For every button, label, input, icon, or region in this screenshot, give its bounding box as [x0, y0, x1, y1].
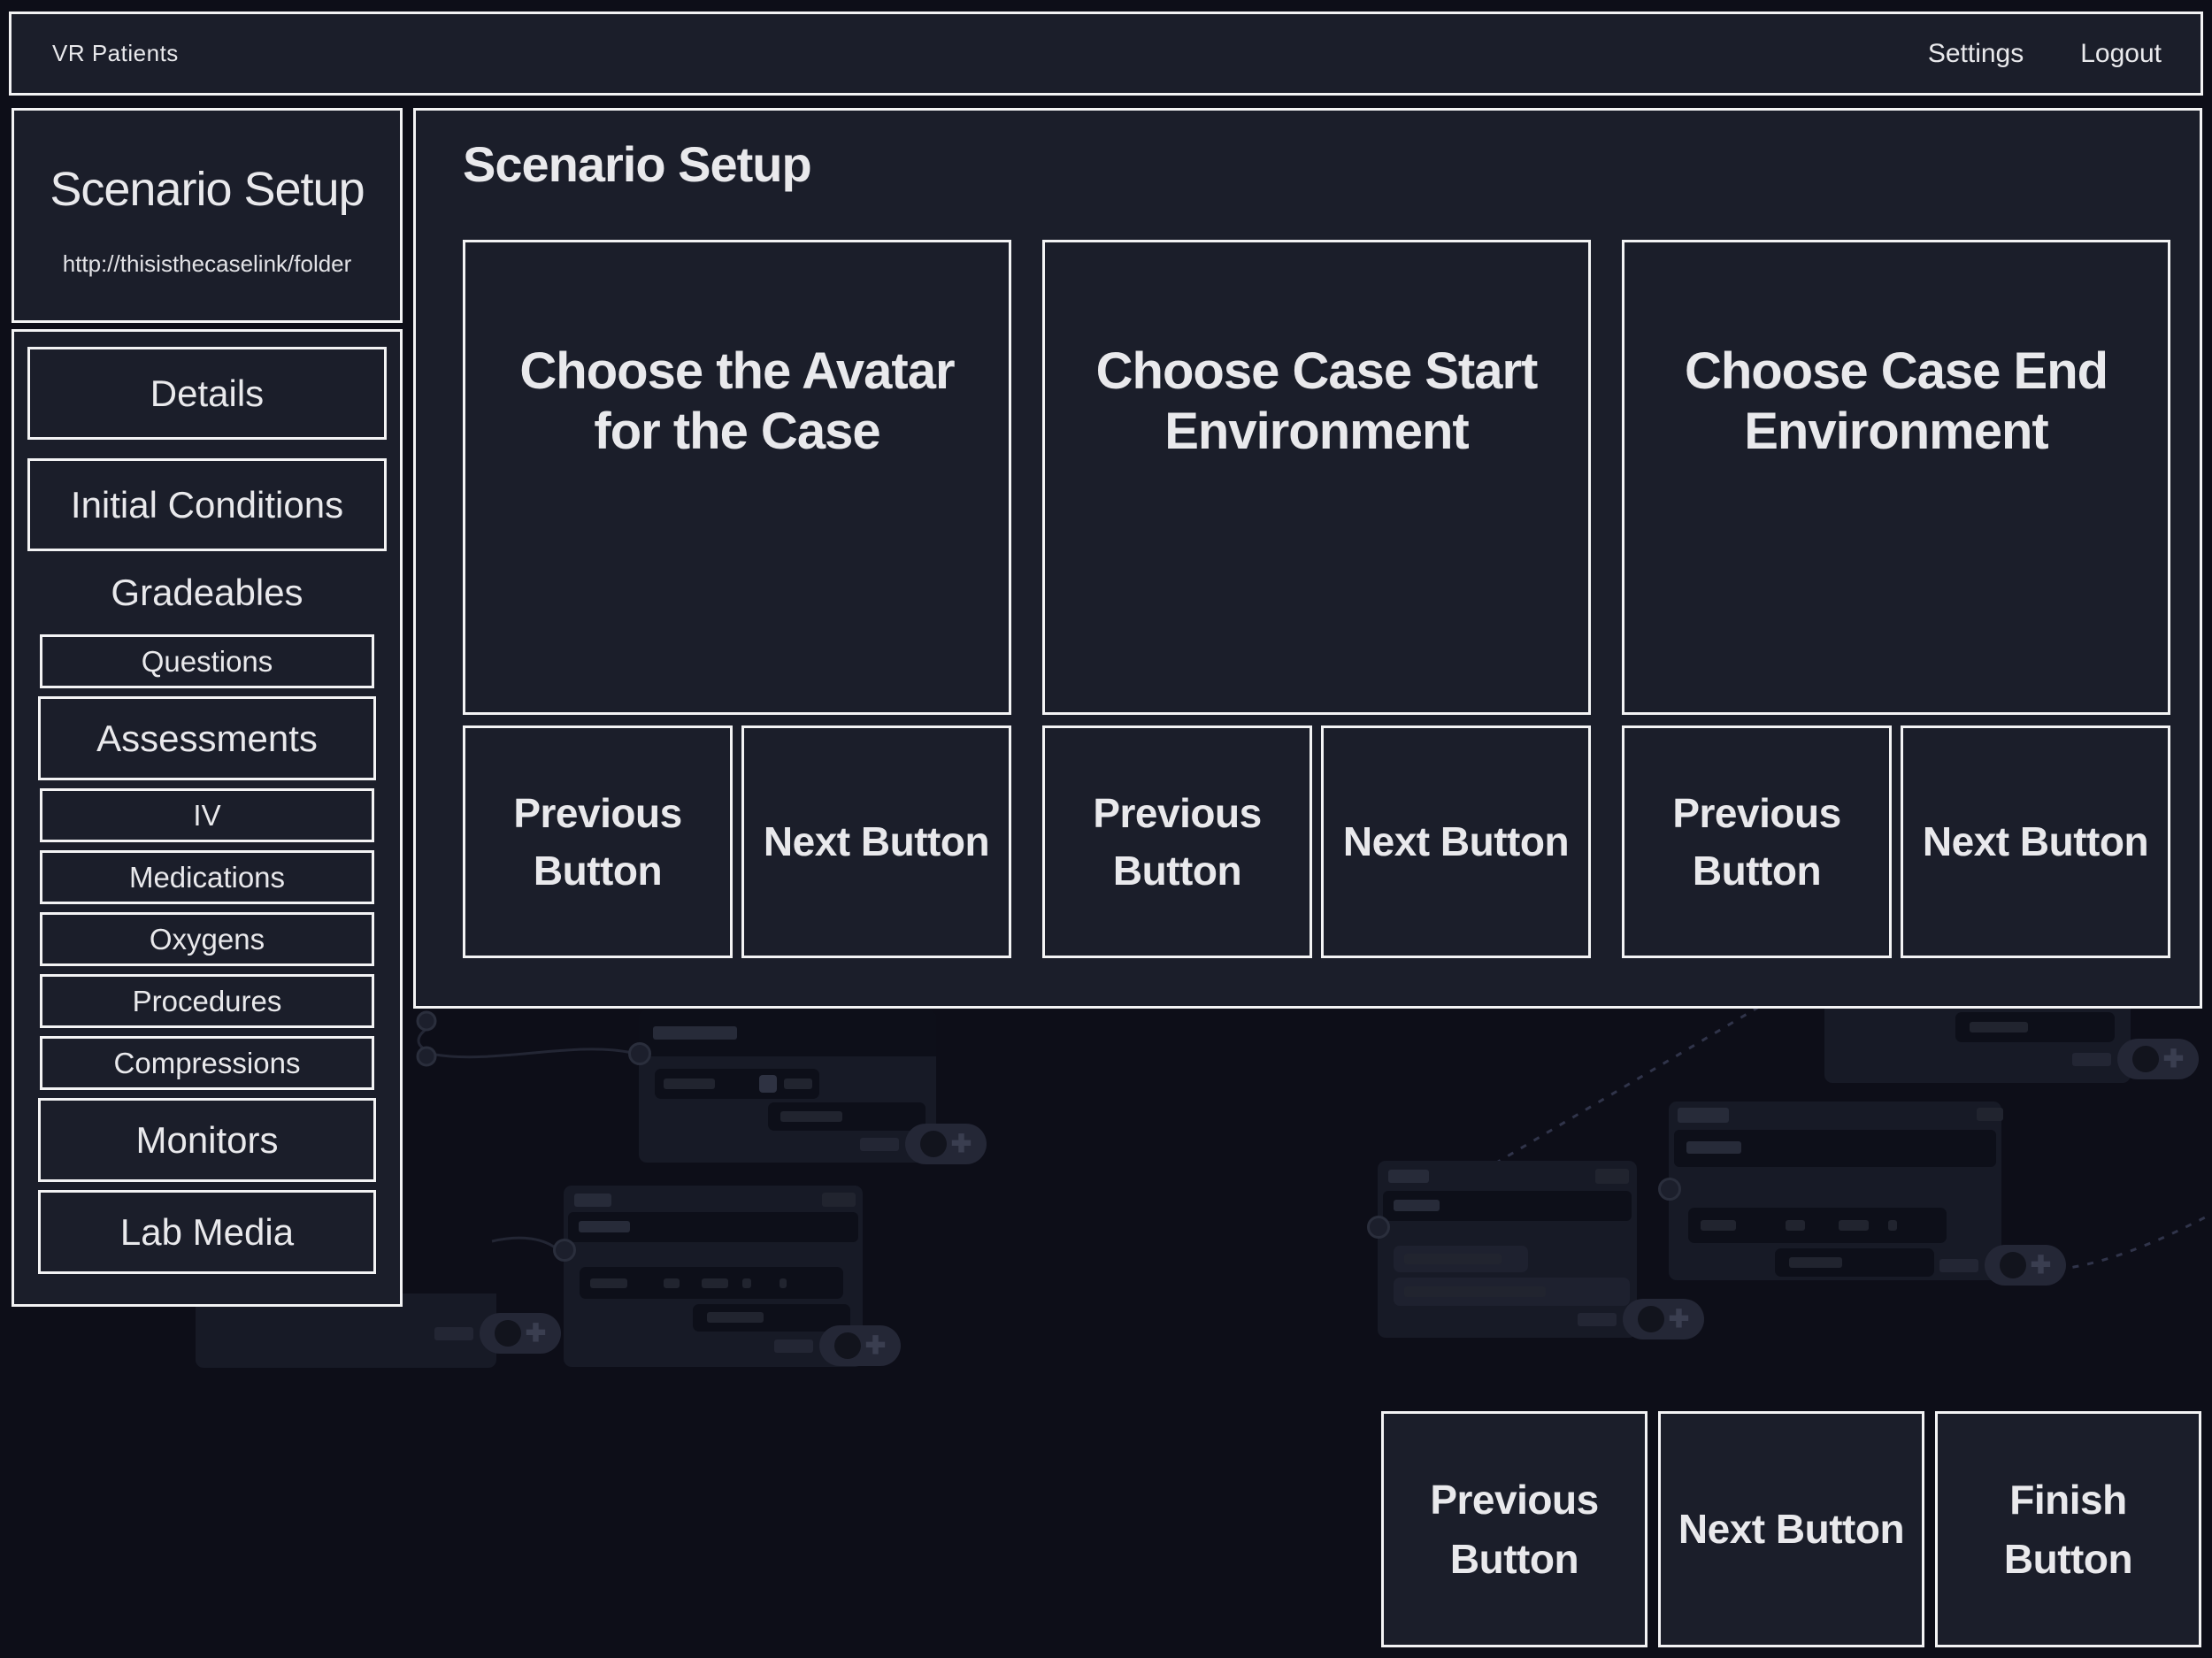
page-title: Scenario Setup — [463, 136, 812, 192]
end-environment-card[interactable]: Choose Case End Environment — [1622, 240, 2170, 715]
gear-icon — [1999, 1252, 2026, 1278]
case-link-text: http://thisisthecaselink/folder — [62, 250, 352, 277]
sidebar-item-questions[interactable]: Questions — [40, 634, 374, 688]
gear-icon — [1637, 1306, 1664, 1332]
gear-icon — [494, 1320, 521, 1347]
sidebar-item-monitors[interactable]: Monitors — [38, 1098, 376, 1182]
node-gear-plus-icons: ✚ — [1578, 1299, 1704, 1339]
sidebar-item-oxygens[interactable]: Oxygens — [40, 912, 374, 966]
start-environment-card[interactable]: Choose Case Start Environment — [1042, 240, 1591, 715]
top-nav: Settings Logout — [1928, 39, 2162, 69]
plus-icon: ✚ — [2030, 1251, 2052, 1278]
gear-icon — [833, 1332, 861, 1359]
avatar-picker-title: Choose the Avatar for the Case — [519, 342, 955, 460]
node-gear-plus-icons: ✚ — [860, 1124, 987, 1164]
flow-node-card: ✚ — [1367, 1161, 1704, 1339]
plus-icon: ✚ — [525, 1319, 547, 1347]
flow-node-card: ✚ — [628, 1010, 987, 1164]
sidebar-title: Scenario Setup — [50, 163, 365, 216]
sidebar-header: Scenario Setup http://thisisthecaselink/… — [12, 108, 403, 323]
logout-link[interactable]: Logout — [2080, 38, 2162, 68]
node-gear-plus-icons: ✚ — [434, 1313, 561, 1354]
avatar-previous-button[interactable]: Previous Button — [463, 725, 733, 958]
sidebar-item-initial-conditions[interactable]: Initial Conditions — [27, 458, 387, 551]
node-connector-dot — [553, 1239, 576, 1262]
node-connector-dot — [1658, 1178, 1681, 1201]
flow-node-card: ✚ — [1824, 1000, 2199, 1083]
sidebar-item-details[interactable]: Details — [27, 347, 387, 440]
top-bar: VR Patients Settings Logout — [9, 12, 2203, 96]
start-environment-previous-button[interactable]: Previous Button — [1042, 725, 1312, 958]
plus-icon: ✚ — [950, 1130, 972, 1157]
sidebar-menu: Details Initial Conditions Gradeables Qu… — [12, 329, 403, 1307]
gear-icon — [919, 1131, 947, 1157]
end-environment-previous-button[interactable]: Previous Button — [1622, 725, 1892, 958]
sidebar-item-lab-media[interactable]: Lab Media — [38, 1190, 376, 1274]
sidebar-item-procedures[interactable]: Procedures — [40, 974, 374, 1028]
sidebar-item-compressions[interactable]: Compressions — [40, 1036, 374, 1090]
gradeables-section-heading: Gradeables — [111, 572, 303, 613]
node-connector-dot — [1367, 1216, 1390, 1239]
wizard-finish-button[interactable]: Finish Button — [1935, 1411, 2201, 1647]
flow-node-card: ✚ — [553, 1186, 901, 1367]
settings-link[interactable]: Settings — [1927, 38, 2024, 68]
wizard-next-button[interactable]: Next Button — [1658, 1411, 1924, 1647]
wizard-previous-button[interactable]: Previous Button — [1381, 1411, 1647, 1647]
gear-icon — [2131, 1046, 2159, 1072]
end-environment-title: Choose Case End Environment — [1684, 342, 2108, 460]
node-connector-dot — [628, 1042, 651, 1065]
node-gear-plus-icons: ✚ — [774, 1325, 901, 1366]
plus-icon: ✚ — [1668, 1305, 1690, 1332]
sidebar-item-iv[interactable]: IV — [40, 788, 374, 842]
avatar-next-button[interactable]: Next Button — [741, 725, 1011, 958]
plus-icon: ✚ — [864, 1332, 887, 1359]
flow-node-card: ✚ — [1658, 1101, 2066, 1286]
avatar-picker-card[interactable]: Choose the Avatar for the Case — [463, 240, 1011, 715]
scenario-setup-panel: Scenario Setup Choose the Avatar for the… — [413, 108, 2202, 1009]
start-environment-next-button[interactable]: Next Button — [1321, 725, 1591, 958]
node-gear-plus-icons: ✚ — [2072, 1039, 2199, 1079]
sidebar-item-medications[interactable]: Medications — [40, 850, 374, 904]
node-gear-plus-icons: ✚ — [1939, 1245, 2066, 1286]
start-environment-title: Choose Case Start Environment — [1095, 342, 1539, 460]
plus-icon: ✚ — [2162, 1045, 2185, 1072]
app-brand: VR Patients — [52, 40, 179, 66]
sidebar-item-assessments[interactable]: Assessments — [38, 696, 376, 780]
end-environment-next-button[interactable]: Next Button — [1901, 725, 2170, 958]
